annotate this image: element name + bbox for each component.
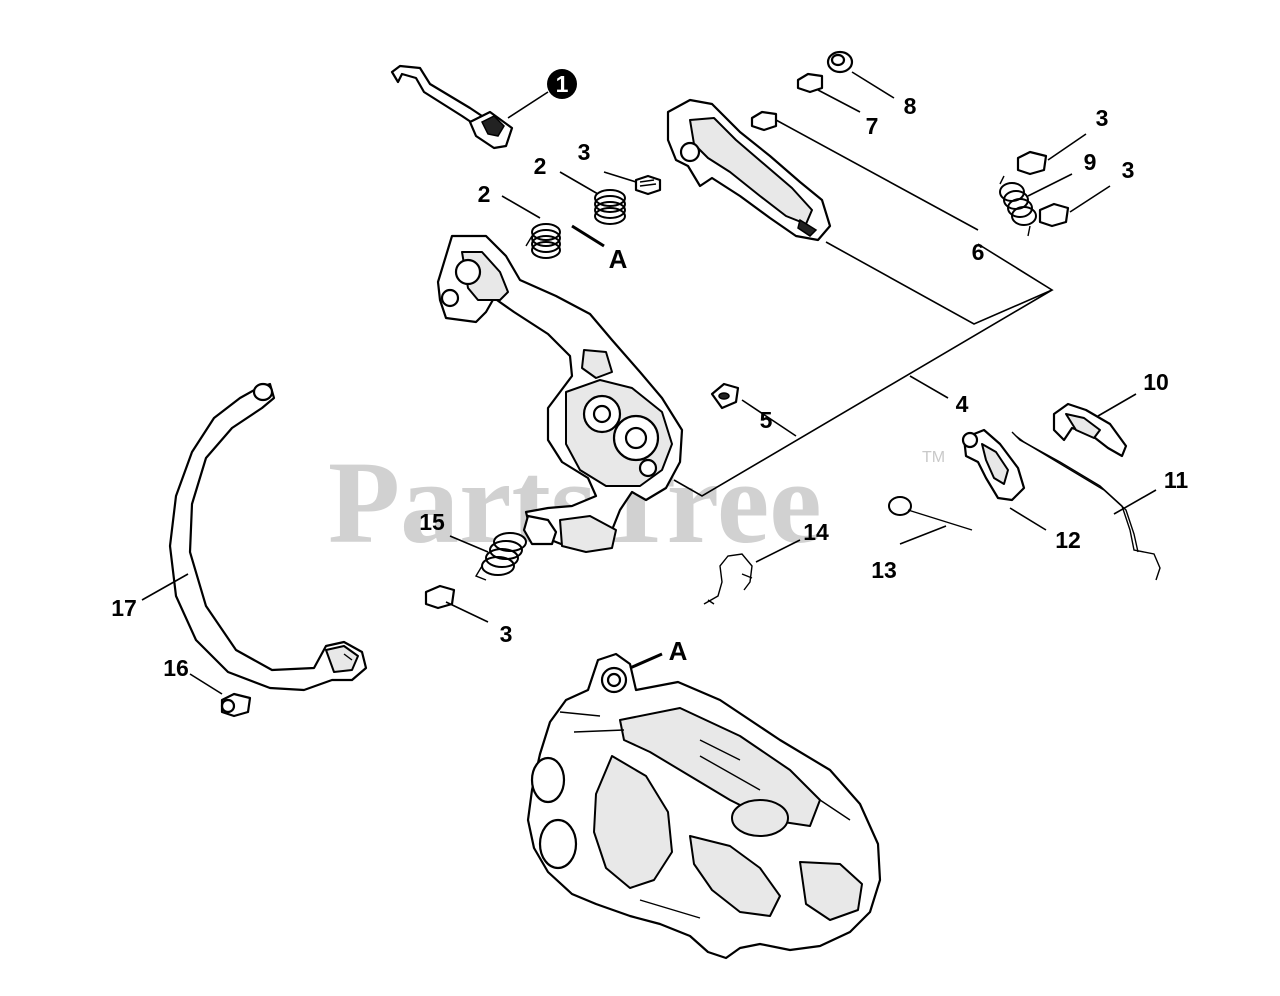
callout-12[interactable]: 12 [1055,527,1081,553]
part-5-grommet[interactable] [710,382,740,410]
part-1-throttle-cable[interactable] [390,64,514,150]
callout-3-right-lower[interactable]: 3 [1122,157,1135,183]
callout-8[interactable]: 8 [904,93,917,119]
part-2-spring-lower[interactable] [525,223,561,259]
part-4-handle-frame[interactable] [436,234,684,553]
callout-2-upper[interactable]: 2 [534,153,547,179]
part-15-spring[interactable] [474,532,527,581]
part-9-spring[interactable] [999,175,1037,237]
part-11-throttle-rod[interactable] [1011,431,1161,581]
callout-7[interactable]: 7 [866,113,879,139]
callout-2-lower[interactable]: 2 [478,181,491,207]
callout-4[interactable]: 4 [956,391,969,417]
part-6-screw[interactable] [750,110,778,132]
svg-text:1: 1 [556,71,569,97]
part-2-spring-upper[interactable] [594,189,626,225]
reference-a-lines [571,224,663,670]
part-14-wire-spring[interactable] [703,553,753,605]
part-13-clip[interactable] [888,496,973,531]
part-16-bolt[interactable] [220,692,252,718]
part-6-handle-cover[interactable] [666,98,832,242]
callout-3-right-upper[interactable]: 3 [1096,105,1109,131]
part-10-throttle-trigger[interactable] [1052,402,1128,458]
part-3-screw-upper[interactable] [634,174,662,196]
callout-9[interactable]: 9 [1084,149,1097,175]
reference-a-upper: A [609,244,628,274]
callout-14[interactable]: 14 [803,519,829,545]
part-7-screw[interactable] [796,72,824,94]
part-3-screw-lower[interactable] [424,584,456,610]
part-3-screw-right-lower[interactable] [1038,202,1070,228]
callout-16[interactable]: 16 [163,655,189,681]
part-12-lever[interactable] [961,428,1026,502]
part-3-screw-right-upper[interactable] [1016,150,1048,176]
callout-3-lower[interactable]: 3 [500,621,513,647]
crankcase-housing [526,652,882,960]
watermark-trademark: TM [922,449,945,466]
leader-lines [141,71,1157,695]
callout-5[interactable]: 5 [760,407,773,433]
callout-10[interactable]: 10 [1143,369,1169,395]
part-8-bushing[interactable] [826,50,854,74]
callout-1[interactable]: 1 [547,69,577,99]
callout-6[interactable]: 6 [972,239,985,265]
part-17-front-handle[interactable] [168,382,368,692]
reference-a-lower: A [669,636,688,666]
callout-13[interactable]: 13 [871,557,897,583]
callout-17[interactable]: 17 [111,595,137,621]
callout-15[interactable]: 15 [419,509,445,535]
callout-3-upper[interactable]: 3 [578,139,591,165]
callout-11[interactable]: 11 [1164,467,1189,493]
